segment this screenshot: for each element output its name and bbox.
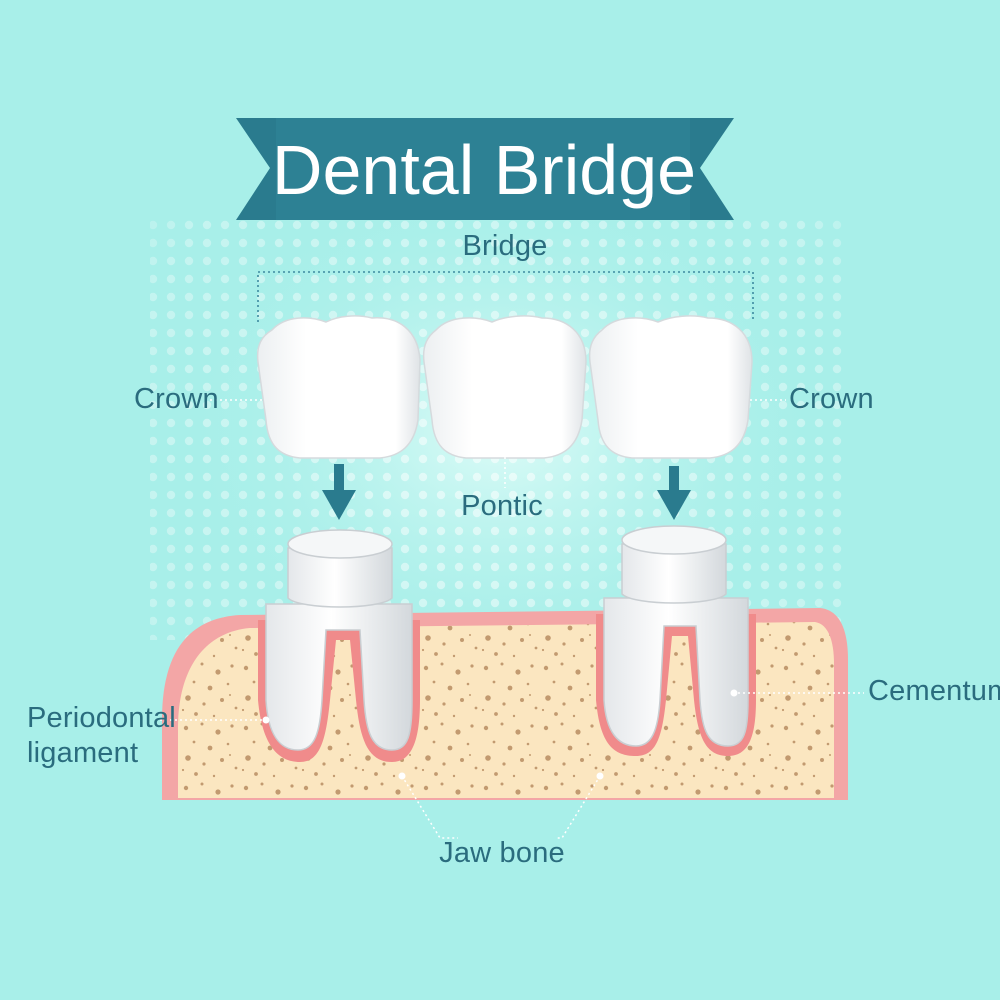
crown-right bbox=[588, 315, 753, 459]
pontic bbox=[422, 315, 587, 459]
label-crown-left: Crown bbox=[134, 383, 219, 415]
label-crown-right: Crown bbox=[789, 383, 874, 415]
label-cementum: Cementum bbox=[868, 675, 1000, 707]
crown-left bbox=[256, 315, 421, 459]
label-pontic: Pontic bbox=[461, 490, 543, 522]
abutment-tooth-right bbox=[596, 525, 756, 756]
abutment-tooth-left bbox=[258, 529, 420, 762]
title-banner bbox=[236, 118, 734, 220]
label-periodontal-ligament: Periodontal ligament bbox=[27, 701, 176, 771]
page-title: Dental Bridge bbox=[271, 131, 697, 209]
label-bridge: Bridge bbox=[462, 230, 548, 262]
leader-lines bbox=[160, 399, 864, 839]
leader-dots bbox=[262, 689, 738, 780]
bridge-crowns bbox=[256, 315, 753, 459]
arrow-down-left-icon bbox=[322, 464, 356, 520]
root-left bbox=[265, 603, 413, 751]
placement-arrows bbox=[322, 464, 691, 520]
label-jaw-bone: Jaw bone bbox=[439, 837, 565, 869]
bridge-bracket bbox=[257, 271, 754, 322]
label-periodontal-line2: ligament bbox=[27, 736, 139, 769]
root-right bbox=[603, 597, 749, 747]
arrow-down-right-icon bbox=[657, 466, 691, 520]
label-periodontal-line1: Periodontal bbox=[27, 702, 176, 734]
